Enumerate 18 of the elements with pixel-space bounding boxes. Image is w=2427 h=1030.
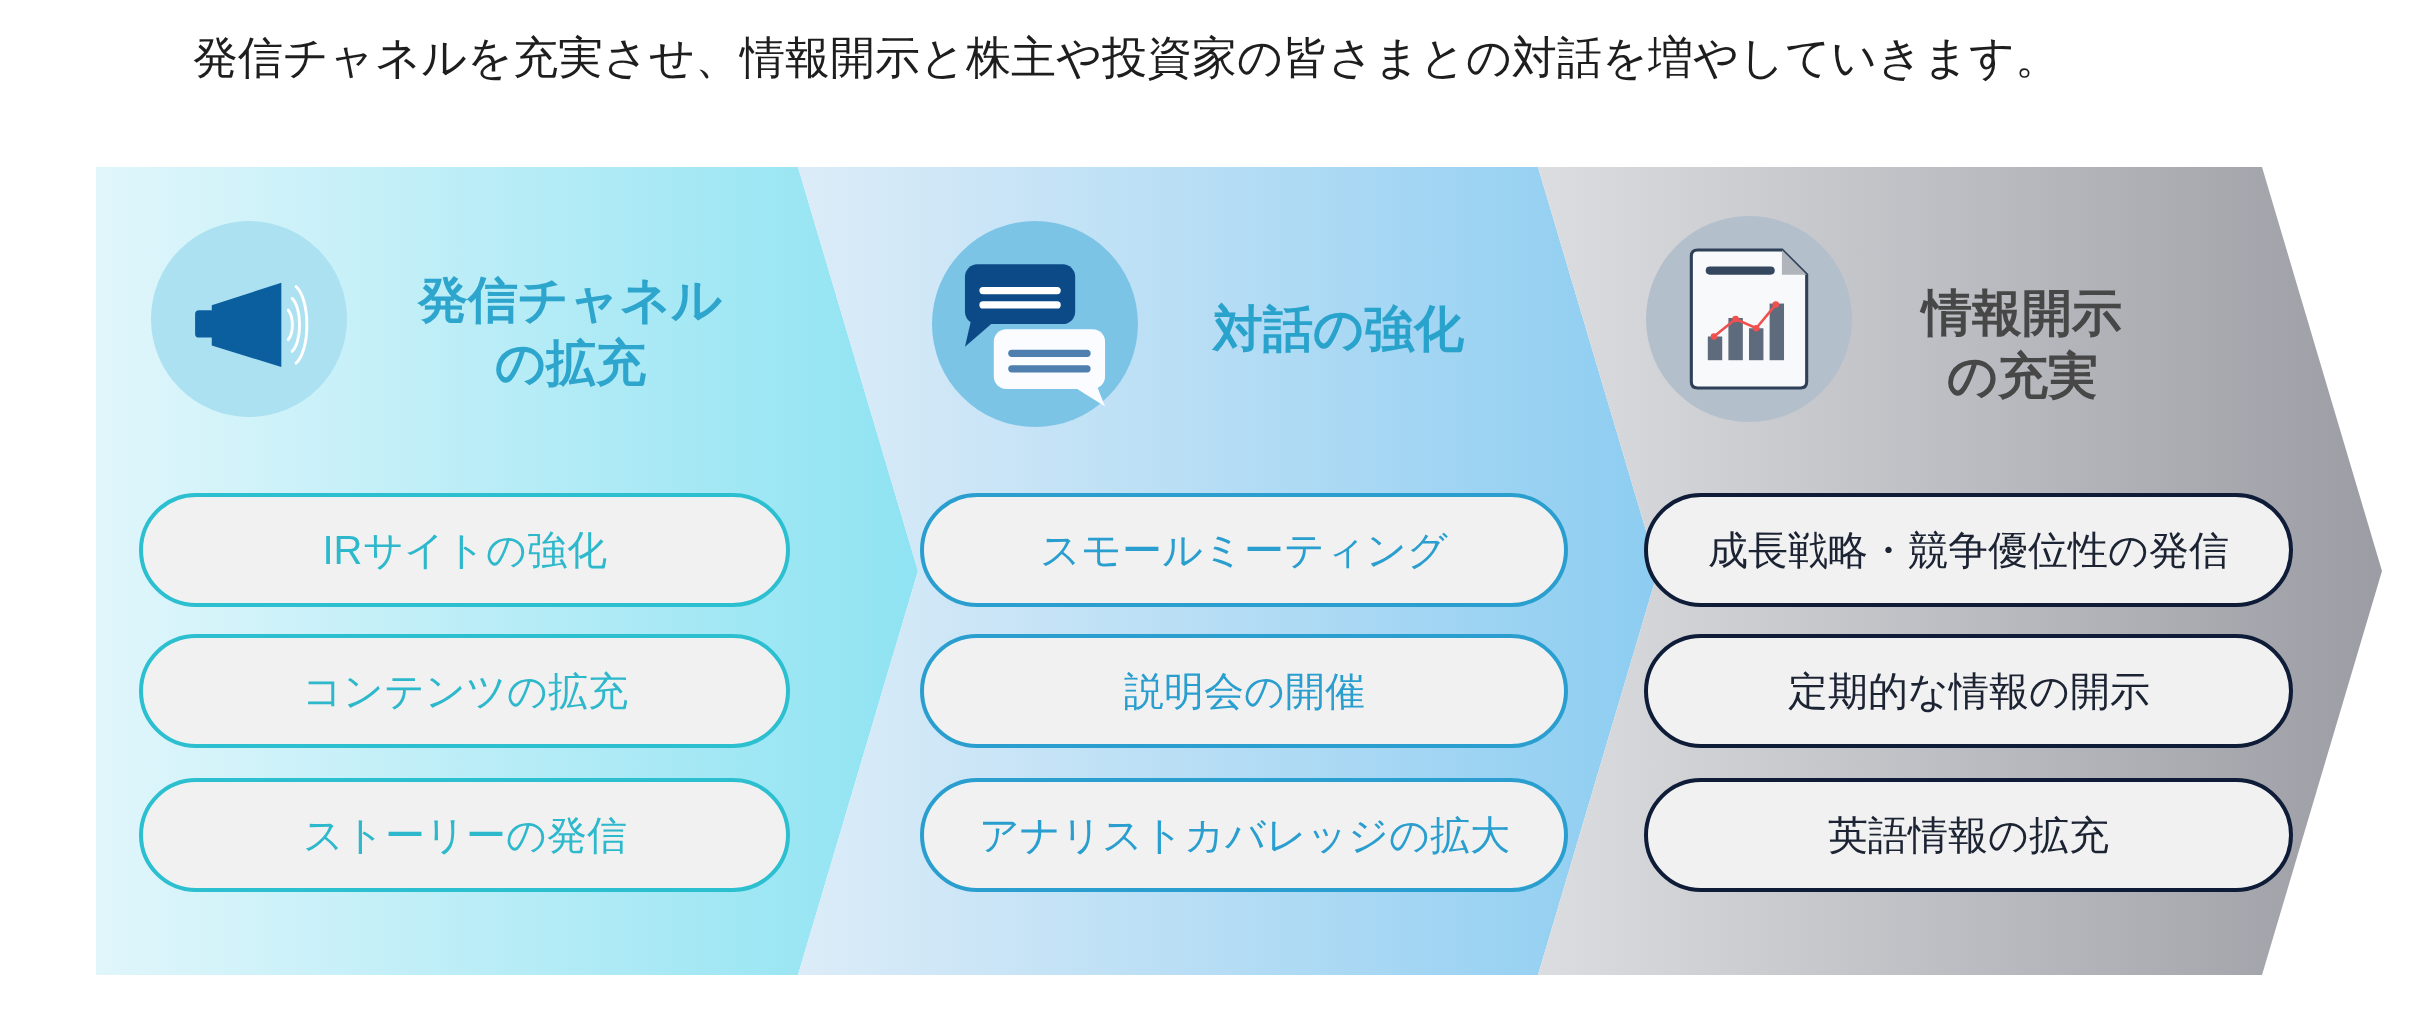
item-label: コンテンツの拡充 (301, 668, 628, 715)
chevron-heading: 情報開示の充実 (1919, 284, 2123, 406)
item-label: アナリストカバレッジの拡大 (978, 812, 1510, 859)
intro-sentence: 発信チャネルを充実させ、情報開示と株主や投資家の皆さまとの対話を増やしていきます。 (193, 31, 2060, 85)
rounded-pill-box (1644, 778, 2293, 892)
item-label: IRサイトの強化 (322, 527, 607, 574)
item-label: ストーリーの発信 (302, 812, 627, 859)
chevron-heading: 対話の強化 (1211, 299, 1465, 359)
rounded-pill-box (920, 778, 1568, 892)
item-label: 英語情報の拡充 (1828, 812, 2109, 859)
chevron-band (1538, 167, 2382, 975)
item-label: 説明会の開催 (1123, 668, 1365, 715)
item-label: 定期的な情報の開示 (1787, 668, 2150, 715)
item-label: 成長戦略・競争優位性の発信 (1708, 527, 2229, 574)
chevron-band (96, 167, 918, 975)
chevron-heading: 発信チャネルの拡充 (416, 271, 723, 393)
item-label: スモールミーティング (1040, 527, 1448, 574)
rounded-pill-box (1644, 493, 2293, 607)
